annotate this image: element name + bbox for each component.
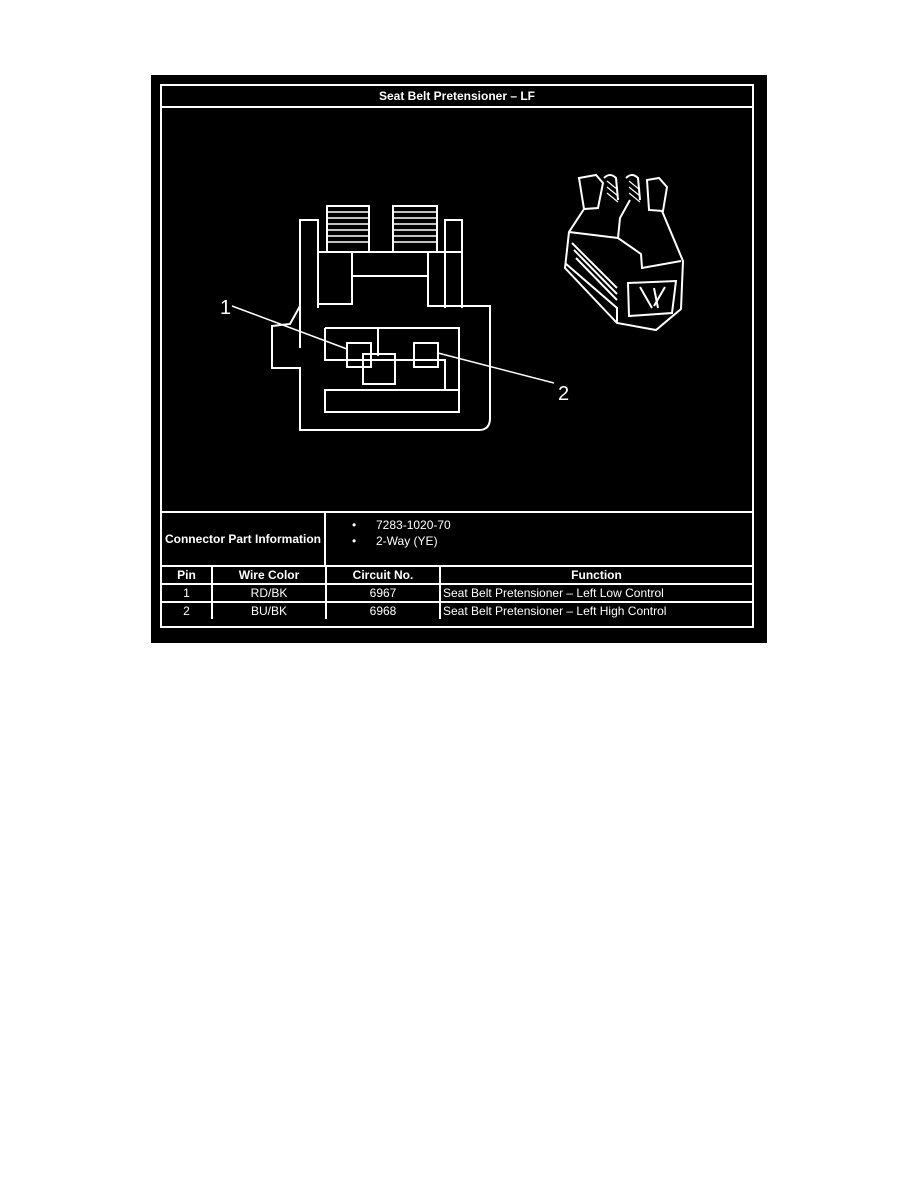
table-row: 1 RD/BK 6967 Seat Belt Pretensioner – Le… bbox=[162, 583, 752, 603]
connector-part-info-label: Connector Part Information bbox=[162, 513, 326, 567]
page-title: Seat Belt Pretensioner – LF bbox=[162, 86, 752, 108]
connector-type: 2-Way (YE) bbox=[352, 533, 752, 549]
function-cell: Seat Belt Pretensioner – Left Low Contro… bbox=[439, 583, 752, 603]
header-wire-color: Wire Color bbox=[211, 567, 327, 585]
circuit-cell: 6967 bbox=[325, 583, 441, 603]
header-circuit: Circuit No. bbox=[325, 567, 441, 585]
wire-color-cell: RD/BK bbox=[211, 583, 327, 603]
function-cell: Seat Belt Pretensioner – Left High Contr… bbox=[439, 601, 752, 619]
connector-sheet: Seat Belt Pretensioner – LF bbox=[151, 75, 767, 643]
pin-table: Pin Wire Color Circuit No. Function 1 RD… bbox=[162, 567, 752, 619]
pin-cell: 2 bbox=[162, 601, 213, 619]
connector-diagram: 1 2 bbox=[162, 108, 752, 513]
pin-cell: 1 bbox=[162, 583, 213, 603]
header-function: Function bbox=[439, 567, 752, 585]
connector-face-view-icon: 1 2 bbox=[220, 173, 685, 431]
header-pin: Pin bbox=[162, 567, 213, 585]
table-row: 2 BU/BK 6968 Seat Belt Pretensioner – Le… bbox=[162, 601, 752, 619]
pin-table-header: Pin Wire Color Circuit No. Function bbox=[162, 567, 752, 585]
connector-part-info-values: 7283-1020-70 2-Way (YE) bbox=[326, 513, 752, 567]
callout-2: 2 bbox=[558, 383, 569, 405]
wire-color-cell: BU/BK bbox=[211, 601, 327, 619]
connector-frame: Seat Belt Pretensioner – LF bbox=[160, 84, 754, 628]
connector-3d-view-icon bbox=[563, 173, 685, 332]
part-number: 7283-1020-70 bbox=[352, 517, 752, 533]
circuit-cell: 6968 bbox=[325, 601, 441, 619]
callout-1: 1 bbox=[220, 297, 231, 319]
